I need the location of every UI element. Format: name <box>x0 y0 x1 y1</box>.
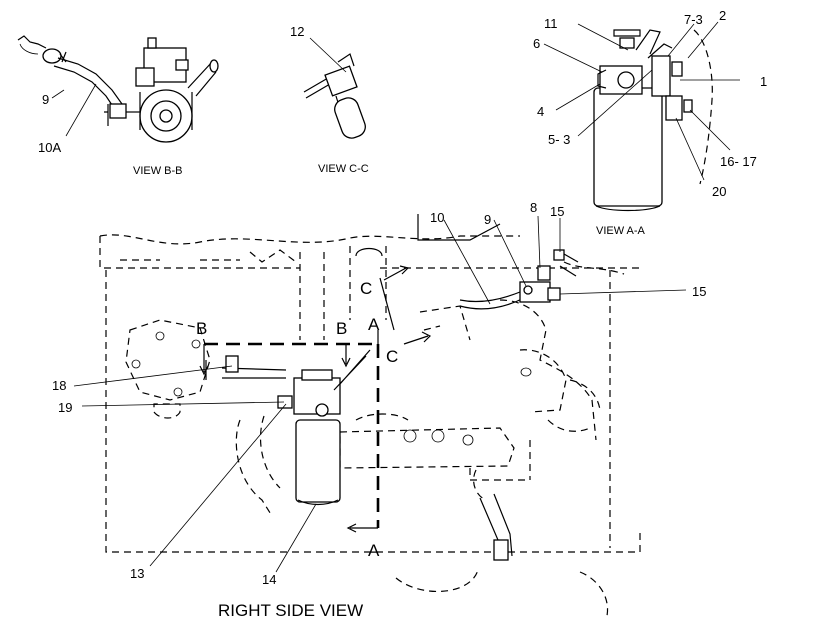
callout-12: 12 <box>290 24 304 39</box>
leader-9-main <box>493 219 527 287</box>
leader-10a <box>65 83 97 137</box>
leader-8 <box>537 215 541 269</box>
view-cc-caption: VIEW C-C <box>318 163 369 175</box>
leader-6 <box>543 43 603 73</box>
callout-19: 19 <box>58 400 72 415</box>
section-arrow-b-right <box>341 357 351 368</box>
callout-18: 18 <box>52 378 66 393</box>
section-label-c-top: C <box>360 279 372 298</box>
leader-5-3 <box>577 69 653 137</box>
callout-14: 14 <box>262 572 276 587</box>
section-label-a-top: A <box>368 315 380 334</box>
section-line-c <box>379 277 395 331</box>
callout-15-right: 15 <box>692 284 706 299</box>
leader-13 <box>149 403 287 567</box>
leader-9-bb <box>51 89 65 99</box>
view-aa-caption: VIEW A-A <box>596 225 646 237</box>
engine-outline <box>99 214 641 553</box>
callout-11: 11 <box>544 16 558 31</box>
callout-6: 6 <box>533 36 540 51</box>
callout-7-3: 7-3 <box>684 12 703 27</box>
section-arrow-c-top-head <box>399 265 410 275</box>
fuel-line-assembly <box>459 249 579 310</box>
view-cc-drawing <box>303 53 366 139</box>
view-aa-drawing <box>593 29 713 212</box>
leader-16-17 <box>689 109 731 151</box>
callout-9-main: 9 <box>484 212 491 227</box>
section-label-b-left: B <box>196 319 207 338</box>
main-view-caption: RIGHT SIDE VIEW <box>218 601 363 620</box>
callout-13: 13 <box>130 566 144 581</box>
leader-12 <box>309 37 347 73</box>
section-arrow-c-bottom <box>403 335 429 345</box>
leader-20 <box>675 117 705 181</box>
callout-1: 1 <box>760 74 767 89</box>
leader-18 <box>73 365 233 387</box>
callout-8: 8 <box>530 200 537 215</box>
section-arrow-c-bottom-head <box>421 331 432 343</box>
leader-15-right <box>559 289 687 295</box>
section-arrow-b-left <box>199 365 209 376</box>
section-arrow-c-top <box>383 267 407 281</box>
section-label-a-bottom: A <box>368 541 380 560</box>
view-bb-drawing <box>17 35 219 143</box>
section-label-b-right: B <box>336 319 347 338</box>
callout-20: 20 <box>712 184 726 199</box>
callout-5-3: 5- 3 <box>548 132 570 147</box>
callout-4: 4 <box>537 104 544 119</box>
callout-15-top: 15 <box>550 204 564 219</box>
callout-16-17: 16- 17 <box>720 154 757 169</box>
leader-19 <box>81 401 285 407</box>
leader-11 <box>577 23 629 51</box>
leader-14 <box>275 503 317 573</box>
leader-4 <box>555 83 601 111</box>
leader-10 <box>443 219 491 305</box>
fuel-filter-assembly <box>205 349 371 506</box>
leader-7-3 <box>667 23 695 57</box>
callout-2: 2 <box>719 8 726 23</box>
section-arrow-a-bottom <box>346 523 357 533</box>
callout-10a: 10A <box>38 140 61 155</box>
callout-9-bb: 9 <box>42 92 49 107</box>
section-label-c-bottom: C <box>386 347 398 366</box>
leader-2 <box>687 21 719 59</box>
view-bb-caption: VIEW B-B <box>133 165 183 177</box>
callout-10: 10 <box>430 210 444 225</box>
